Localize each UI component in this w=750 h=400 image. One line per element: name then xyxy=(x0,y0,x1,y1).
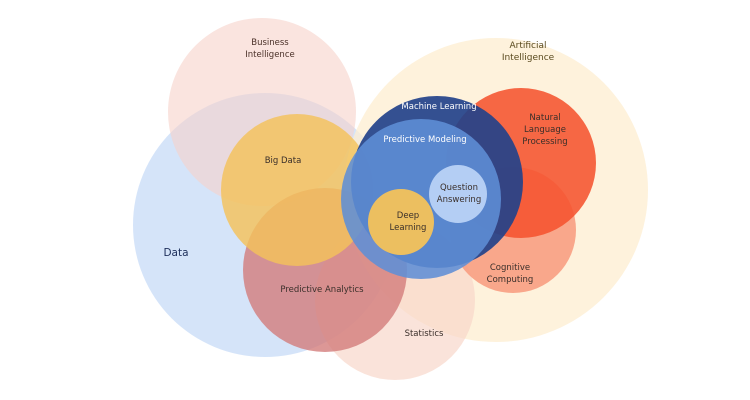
natural-language-processing-label-line: Processing xyxy=(522,137,567,147)
data-label-line: Data xyxy=(163,247,188,259)
question-answering-label-line: Answering xyxy=(437,195,481,205)
cognitive-computing-label-line: Computing xyxy=(487,275,534,285)
natural-language-processing-label-line: Language xyxy=(524,125,566,135)
machine-learning-label-line: Machine Learning xyxy=(401,102,476,112)
big-data-label-line: Big Data xyxy=(265,156,302,166)
statistics-label-line: Statistics xyxy=(405,329,444,339)
question-answering-label-line: Question xyxy=(440,183,478,193)
business-intelligence-label-line: Intelligence xyxy=(245,50,294,60)
big-data-circle xyxy=(221,114,373,266)
artificial-intelligence-label-line: Artificial xyxy=(509,41,546,51)
question-answering-circle xyxy=(429,165,487,223)
natural-language-processing-label-line: Natural xyxy=(529,113,560,123)
predictive-modeling-label-line: Predictive Modeling xyxy=(383,135,466,145)
predictive-modeling-label: Predictive Modeling xyxy=(383,135,466,145)
deep-learning-label-line: Learning xyxy=(390,223,427,233)
statistics-label: Statistics xyxy=(405,329,444,339)
deep-learning-label-line: Deep xyxy=(397,211,419,221)
deep-learning-circle xyxy=(368,189,434,255)
big-data-label: Big Data xyxy=(265,156,302,166)
cognitive-computing-label-line: Cognitive xyxy=(490,263,530,273)
machine-learning-label: Machine Learning xyxy=(401,102,476,112)
data-label: Data xyxy=(163,247,188,259)
business-intelligence-label-line: Business xyxy=(251,38,289,48)
predictive-analytics-label: Predictive Analytics xyxy=(280,285,364,295)
artificial-intelligence-label-line: Intelligence xyxy=(502,53,555,63)
circle-layer xyxy=(133,18,648,380)
predictive-analytics-label-line: Predictive Analytics xyxy=(280,285,364,295)
